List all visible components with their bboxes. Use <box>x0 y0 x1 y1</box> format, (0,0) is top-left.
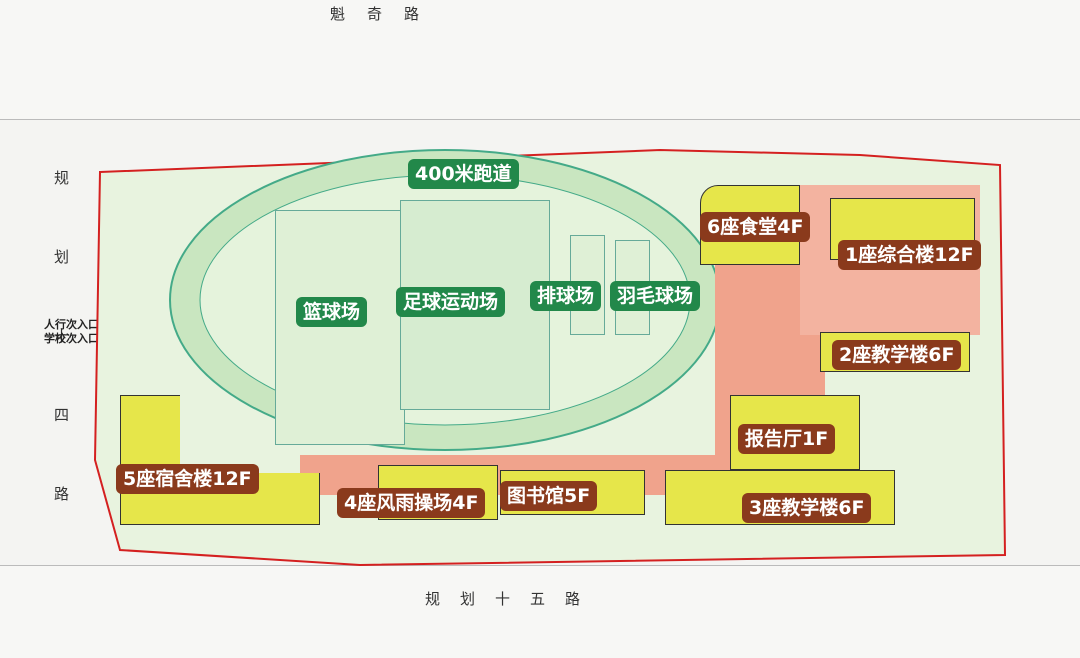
label-hall: 报告厅1F <box>738 424 836 454</box>
label-library: 图书馆5F <box>500 481 598 511</box>
road-label-left: 规划十四路 <box>52 170 70 565</box>
label-dorm: 5座宿舍楼12F <box>116 464 259 494</box>
label-teaching3: 3座教学楼6F <box>742 493 872 523</box>
label-teaching2: 2座教学楼6F <box>832 340 962 370</box>
school-entrance: 学校次入口 <box>44 332 99 345</box>
label-badminton: 羽毛球场 <box>610 281 701 311</box>
road-label-bottom: 规划十五路 <box>425 590 601 608</box>
label-canteen: 6座食堂4F <box>700 212 811 242</box>
label-volleyball: 排球场 <box>530 281 602 311</box>
label-basketball: 篮球场 <box>296 297 368 327</box>
label-gym: 4座风雨操场4F <box>337 488 486 518</box>
pedestrian-entrance: 人行次入口 <box>44 318 99 331</box>
basketball-court <box>275 210 405 445</box>
label-football: 足球运动场 <box>396 287 506 317</box>
road-bottom <box>0 565 1080 658</box>
road-label-top: 魁奇路 <box>330 5 442 23</box>
label-complex: 1座综合楼12F <box>838 240 981 270</box>
road-top <box>0 0 1080 120</box>
label-track: 400米跑道 <box>408 159 519 189</box>
entrance-label: 人行次入口 学校次入口 <box>44 318 104 346</box>
